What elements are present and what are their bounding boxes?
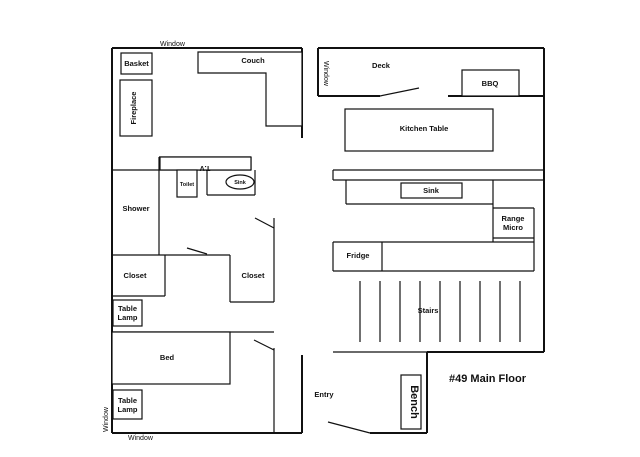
bbq — [461, 69, 520, 97]
toilet — [176, 169, 198, 198]
basket — [120, 52, 153, 75]
table-lamp-2 — [112, 389, 143, 420]
couch — [197, 51, 303, 127]
bath-sink — [225, 174, 255, 190]
deck-label: Deck — [372, 61, 391, 70]
basket-label: Basket — [124, 59, 149, 68]
range-label-a: Range — [502, 214, 525, 223]
kitchen-sink — [400, 182, 463, 199]
tv-label: T.V — [200, 164, 211, 173]
kitchen-table — [344, 108, 494, 152]
bbq-label: BBQ — [482, 79, 499, 88]
table-lamp-1-label-b: Lamp — [117, 313, 137, 322]
window-bottom-label: Window — [128, 435, 154, 442]
kitchen-counter — [332, 169, 544, 272]
entry-label: Entry — [314, 390, 334, 399]
fridge-label: Fridge — [347, 251, 370, 260]
table-lamp-2-label-b: Lamp — [117, 405, 137, 414]
closet-right-label: Closet — [242, 271, 265, 280]
table-lamp-1 — [112, 299, 143, 327]
table-lamp-2-label-a: Table — [118, 396, 137, 405]
kitchen-sink-label: Sink — [423, 186, 440, 195]
bench — [400, 374, 422, 430]
tv — [159, 156, 252, 171]
fireplace-label: Fireplace — [129, 92, 138, 125]
bath-sink-label: Sink — [234, 180, 247, 186]
window-right-label: Window — [322, 61, 329, 87]
window-top-label: Window — [160, 41, 186, 48]
closet-left-label: Closet — [124, 271, 147, 280]
fireplace — [119, 79, 153, 137]
range-label-b: Micro — [503, 223, 523, 232]
bed-label: Bed — [160, 353, 175, 362]
bench-label: Bench — [408, 385, 420, 419]
bed — [111, 331, 231, 385]
couch-label: Couch — [241, 56, 265, 65]
stairs — [333, 281, 521, 353]
window-left-label: Window — [103, 406, 110, 432]
furniture — [111, 51, 520, 430]
kitchen-table-label: Kitchen Table — [400, 124, 449, 133]
toilet-label: Toilet — [180, 182, 194, 188]
floor-title: #49 Main Floor — [449, 373, 527, 385]
table-lamp-1-label-a: Table — [118, 304, 137, 313]
stairs-label: Stairs — [418, 306, 439, 315]
shower-label: Shower — [122, 204, 149, 213]
